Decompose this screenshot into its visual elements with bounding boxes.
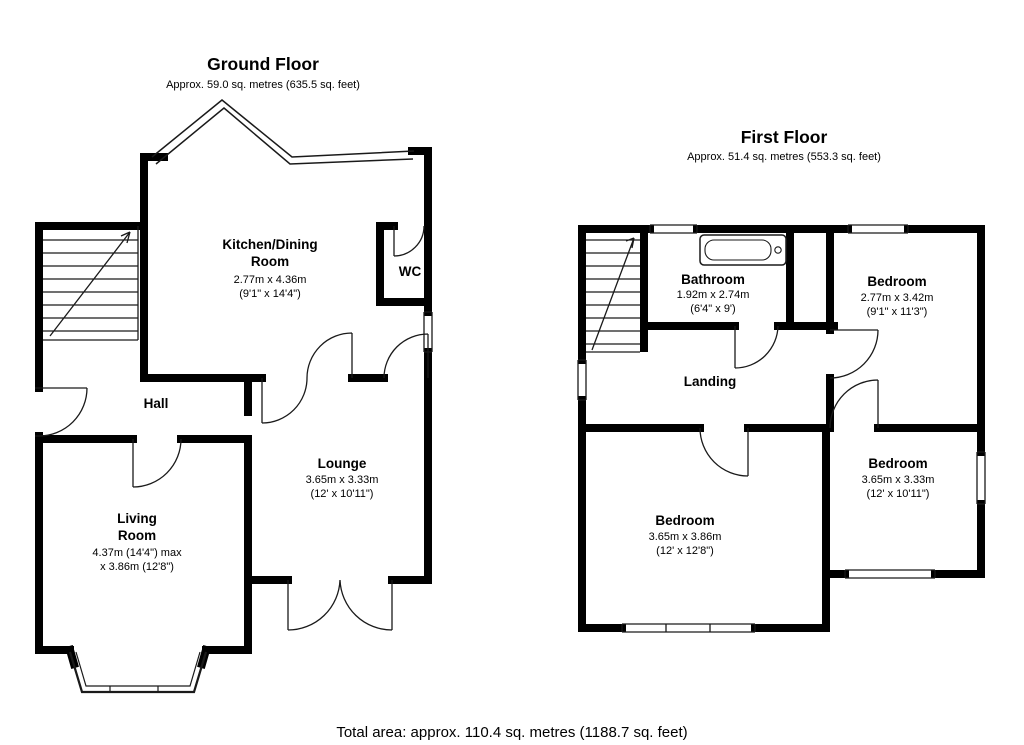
bedroom-mid-right-dims-metric: 3.65m x 3.33m — [862, 474, 935, 486]
kitchen-dims-metric: 2.77m x 4.36m — [234, 274, 307, 286]
kitchen-label-2: Room — [251, 254, 289, 269]
ground-floor-title: Ground Floor — [207, 54, 319, 74]
bedroom-top-right-dims-metric: 2.77m x 3.42m — [861, 292, 934, 304]
ground-stairs-icon — [43, 226, 139, 341]
kitchen-lounge-double-door-arc — [261, 332, 353, 424]
front-door-arc — [35, 387, 88, 437]
kitchen-label: Kitchen/Dining — [222, 237, 317, 252]
bathtub-icon — [699, 234, 787, 266]
bedroom-bottom-left-dims-metric: 3.65m x 3.86m — [649, 531, 722, 543]
first-floor-title: First Floor — [741, 127, 828, 147]
bedroom-bottom-left-door-arc — [699, 427, 749, 477]
first-stairs-icon — [586, 237, 640, 353]
hall-label: Hall — [144, 396, 169, 411]
bedroom-bottom-left-label: Bedroom — [655, 513, 714, 528]
bedroom-bottom-left-dims-imperial: (12' x 12'8") — [656, 545, 714, 557]
bedroom-top-right-dims-imperial: (9'1" x 11'3") — [867, 306, 928, 318]
bathtub-outline — [699, 234, 787, 266]
ground-floor-area: Approx. 59.0 sq. metres (635.5 sq. feet) — [166, 79, 360, 91]
first-floor-area: Approx. 51.4 sq. metres (553.3 sq. feet) — [687, 151, 881, 163]
ground-floor-plan: Ground Floor Approx. 59.0 sq. metres (63… — [35, 54, 433, 694]
total-area-text: Total area: approx. 110.4 sq. metres (11… — [336, 724, 687, 741]
ground-right-window — [423, 311, 433, 353]
bathtub-inner — [704, 239, 772, 261]
first-windows — [577, 224, 986, 633]
bedroom-top-right-door-arc — [829, 329, 879, 379]
bathtub-tap — [774, 246, 782, 254]
living-room-dims-imperial: x 3.86m (12'8") — [100, 561, 174, 573]
living-room-dims-metric: 4.37m (14'4") max — [92, 547, 182, 559]
bathroom-dims-metric: 1.92m x 2.74m — [677, 289, 750, 301]
bedroom-mid-right-dims-imperial: (12' x 10'11") — [867, 488, 930, 500]
bay-window-inner — [75, 651, 201, 692]
french-doors-arc — [287, 579, 393, 631]
bedroom-mid-right-door-arc — [829, 379, 879, 429]
bathroom-label: Bathroom — [681, 272, 745, 287]
bathroom-door-arc — [734, 325, 779, 369]
wc-label: WC — [399, 264, 422, 279]
bay-window — [68, 651, 208, 694]
bathroom-dims-imperial: (6'4" x 9') — [690, 303, 735, 315]
bedroom-mid-right-label: Bedroom — [868, 456, 927, 471]
wc-door-arc — [393, 225, 425, 257]
first-walls — [578, 225, 985, 632]
living-room-label-2: Room — [118, 528, 156, 543]
first-floor-plan: First Floor Approx. 51.4 sq. metres (553… — [577, 127, 986, 633]
roof-zigzag-line — [151, 99, 415, 165]
living-room-label: Living — [117, 511, 157, 526]
kitchen-side-door-arc — [383, 333, 429, 379]
hall-living-door-arc — [132, 438, 182, 488]
bedroom-top-right-label: Bedroom — [867, 274, 926, 289]
lounge-dims-imperial: (12' x 10'11") — [311, 488, 374, 500]
landing-label: Landing — [684, 374, 737, 389]
ground-walls — [35, 147, 432, 669]
lounge-dims-metric: 3.65m x 3.33m — [306, 474, 379, 486]
kitchen-dims-imperial: (9'1" x 14'4") — [239, 288, 301, 300]
lounge-label: Lounge — [318, 456, 367, 471]
